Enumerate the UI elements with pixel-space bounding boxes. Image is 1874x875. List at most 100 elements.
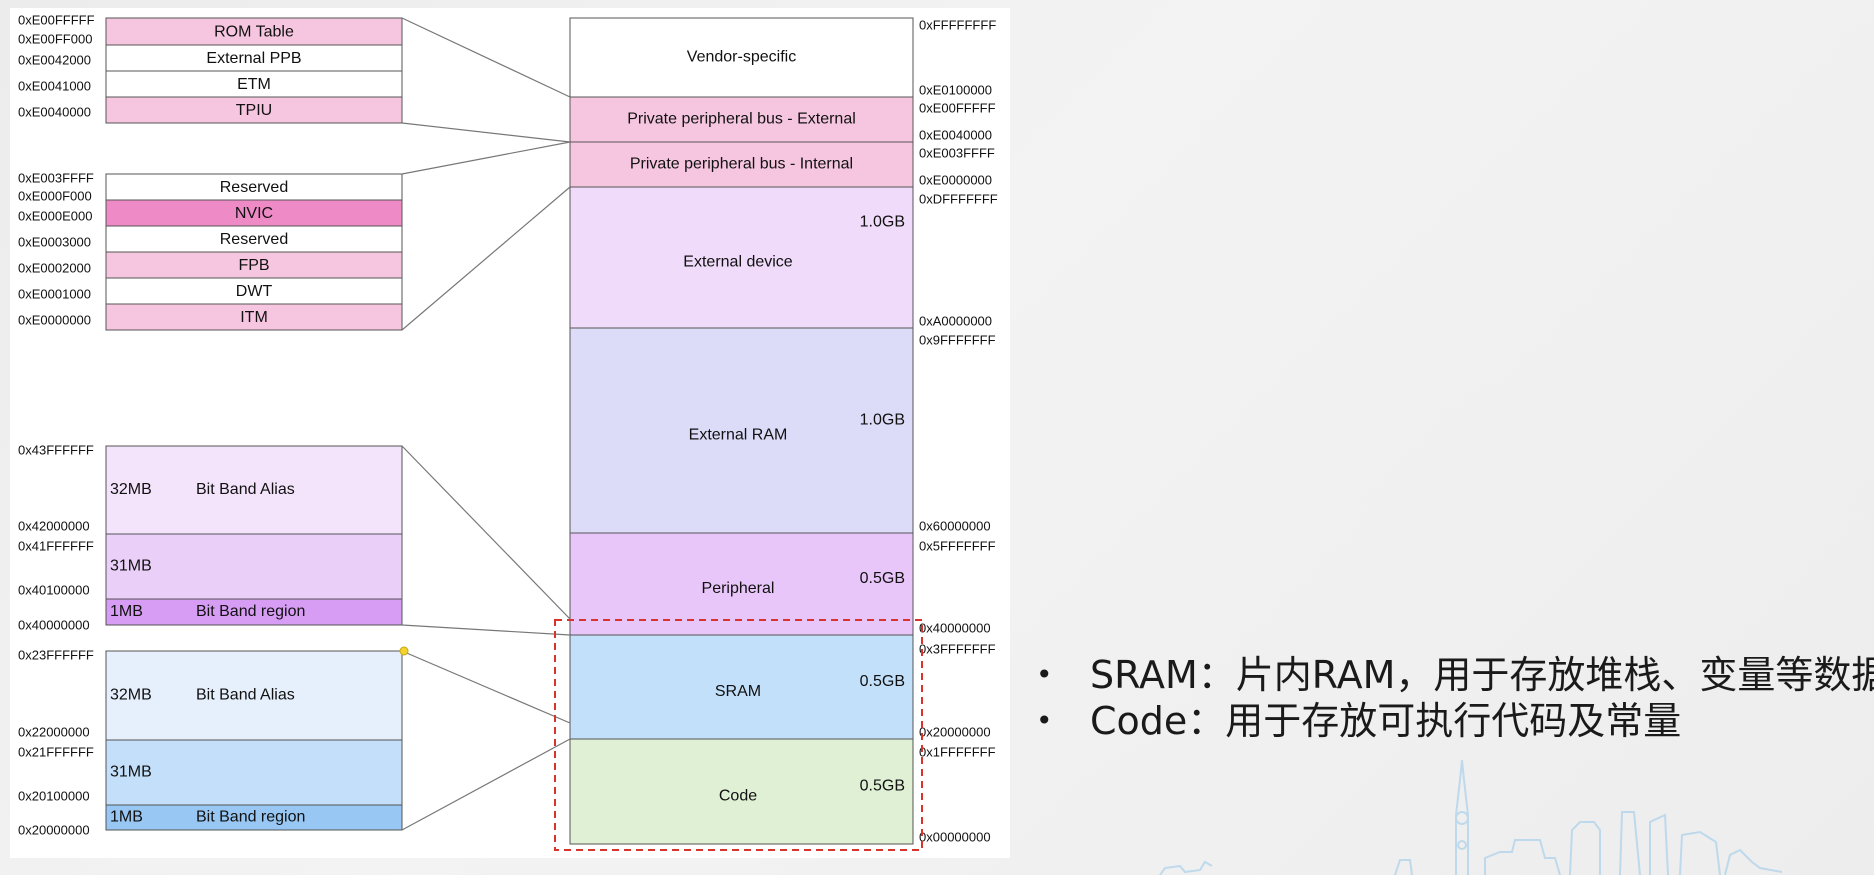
memory-address-label: 0x20000000 [919, 724, 991, 739]
bitband-size: 31MB [110, 764, 152, 781]
peripheral_bitband-alias [105, 445, 403, 535]
ppb_internal-label: ITM [240, 309, 268, 326]
ppb_internal-reserved [105, 173, 403, 201]
connector-line [401, 186, 571, 331]
bitband-address: 0x20100000 [18, 788, 90, 803]
memory-region-code [569, 738, 914, 845]
sram_bitband-gap [105, 739, 403, 806]
bitband-address: 0x42000000 [18, 518, 90, 533]
connector-line [401, 650, 571, 724]
memory-region-peripheral [569, 532, 914, 636]
memory-address-label: 0x5FFFFFFF [919, 538, 996, 553]
memory-address-label: 0xE0000000 [919, 172, 992, 187]
memory-region-label: Peripheral [702, 580, 775, 597]
connector-handle [399, 646, 409, 656]
bitband-address: 0x21FFFFFF [18, 744, 94, 759]
memory-address-label: 0xFFFFFFFF [919, 17, 996, 32]
bullet-text: SRAM：片内RAM，用于存放堆栈、变量等数据 [1090, 653, 1874, 697]
memory-region-external-ram [569, 327, 914, 534]
bullet-dot: • [1036, 658, 1053, 691]
bullet-list: • SRAM：片内RAM，用于存放堆栈、变量等数据 • Code：用于存放可执行… [1036, 652, 1874, 744]
memory-address-label: 0x3FFFFFFF [919, 641, 996, 656]
bitband-address: 0x41FFFFFF [18, 538, 94, 553]
ppb_internal-label: NVIC [235, 205, 273, 222]
memory-address-label: 0x00000000 [919, 829, 991, 844]
ppb-internal-address: 0xE003FFFF [18, 170, 94, 185]
memory-address-label: 0xE003FFFF [919, 145, 995, 160]
bitband-region-label: Bit Band region [196, 603, 305, 620]
bitband-size: 32MB [110, 481, 152, 498]
ppb_internal-itm [105, 303, 403, 331]
ppb-internal-address: 0xE0002000 [18, 260, 91, 275]
memory-region-size: 1.0GB [860, 213, 905, 230]
ppb_internal-dwt [105, 277, 403, 305]
connector-line [401, 738, 571, 831]
ppb_internal-label: DWT [236, 283, 273, 300]
peripheral_bitband-region [105, 598, 403, 626]
memory-region-size: 0.5GB [860, 777, 905, 794]
memory-address-label: 0x60000000 [919, 518, 991, 533]
bitband-size: 1MB [110, 603, 143, 620]
memory-address-label: 0xA0000000 [919, 313, 992, 328]
sram_bitband-alias [105, 650, 403, 741]
ppb_internal-reserved [105, 225, 403, 253]
bitband-size: 31MB [110, 558, 152, 575]
ppb-external-address: 0xE0041000 [18, 78, 91, 93]
bitband-size: 1MB [110, 809, 143, 826]
bullet-item-sram: • SRAM：片内RAM，用于存放堆栈、变量等数据 [1036, 652, 1874, 698]
ppb-internal-address: 0xE0003000 [18, 234, 91, 249]
bitband-size: 32MB [110, 687, 152, 704]
peripheral_bitband-gap [105, 533, 403, 600]
memory-region-label: Private peripheral bus - External [627, 111, 856, 128]
ppb_external-external-ppb [105, 44, 403, 72]
sram_bitband-region [105, 804, 403, 831]
memory-region-label: Vendor-specific [687, 49, 796, 66]
memory-address-label: 0xE0100000 [919, 82, 992, 97]
memory-region-label: External device [683, 254, 792, 271]
ppb-external-address: 0xE00FFFFF [18, 12, 95, 27]
bitband-address: 0x43FFFFFF [18, 442, 94, 457]
memory-region-label: Code [719, 788, 757, 805]
connector-line [401, 17, 571, 98]
memory-address-label: 0xE0040000 [919, 127, 992, 142]
ppb-internal-address: 0xE0001000 [18, 286, 91, 301]
bitband-address: 0x40000000 [18, 617, 90, 632]
ppb_internal-nvic [105, 199, 403, 227]
memory-address-label: 0x40000000 [919, 620, 991, 635]
memory-region-label: Private peripheral bus - Internal [630, 156, 853, 173]
memory-region-size: 0.5GB [860, 673, 905, 690]
memory-address-label: 0xDFFFFFFF [919, 191, 998, 206]
bitband-region-label: Bit Band region [196, 809, 305, 826]
ppb_external-label: External PPB [206, 50, 301, 67]
ppb_internal-label: Reserved [220, 231, 288, 248]
memory-address-label: 0xE00FFFFF [919, 100, 996, 115]
ppb-external-address: 0xE0040000 [18, 104, 91, 119]
ppb_external-label: ROM Table [214, 24, 294, 41]
memory-region-external-device [569, 186, 914, 329]
ppb_external-tpiu [105, 96, 403, 124]
connector-line [401, 122, 571, 143]
ppb-internal-address: 0xE000E000 [18, 208, 92, 223]
memory-region-size: 1.0GB [860, 411, 905, 428]
memory-address-label: 0x9FFFFFFF [919, 332, 996, 347]
sram-code-highlight-box [554, 619, 923, 851]
bitband-address: 0x23FFFFFF [18, 647, 94, 662]
ppb_external-etm [105, 70, 403, 98]
memory-region-sram [569, 634, 914, 740]
bitband-address: 0x20000000 [18, 822, 90, 837]
memory-region-label: SRAM [715, 683, 761, 700]
ppb_external-label: ETM [237, 76, 271, 93]
ppb-internal-address: 0xE0000000 [18, 312, 91, 327]
memory-region-vendor-specific [569, 17, 914, 98]
bullet-item-code: • Code：用于存放可执行代码及常量 [1036, 698, 1874, 744]
ppb-internal-address: 0xE000F000 [18, 188, 92, 203]
memory-address-label: 0x1FFFFFFF [919, 744, 996, 759]
bitband-address: 0x22000000 [18, 724, 90, 739]
connector-line [401, 141, 571, 175]
ppb-external-address: 0xE0042000 [18, 52, 91, 67]
connector-line [401, 624, 571, 636]
